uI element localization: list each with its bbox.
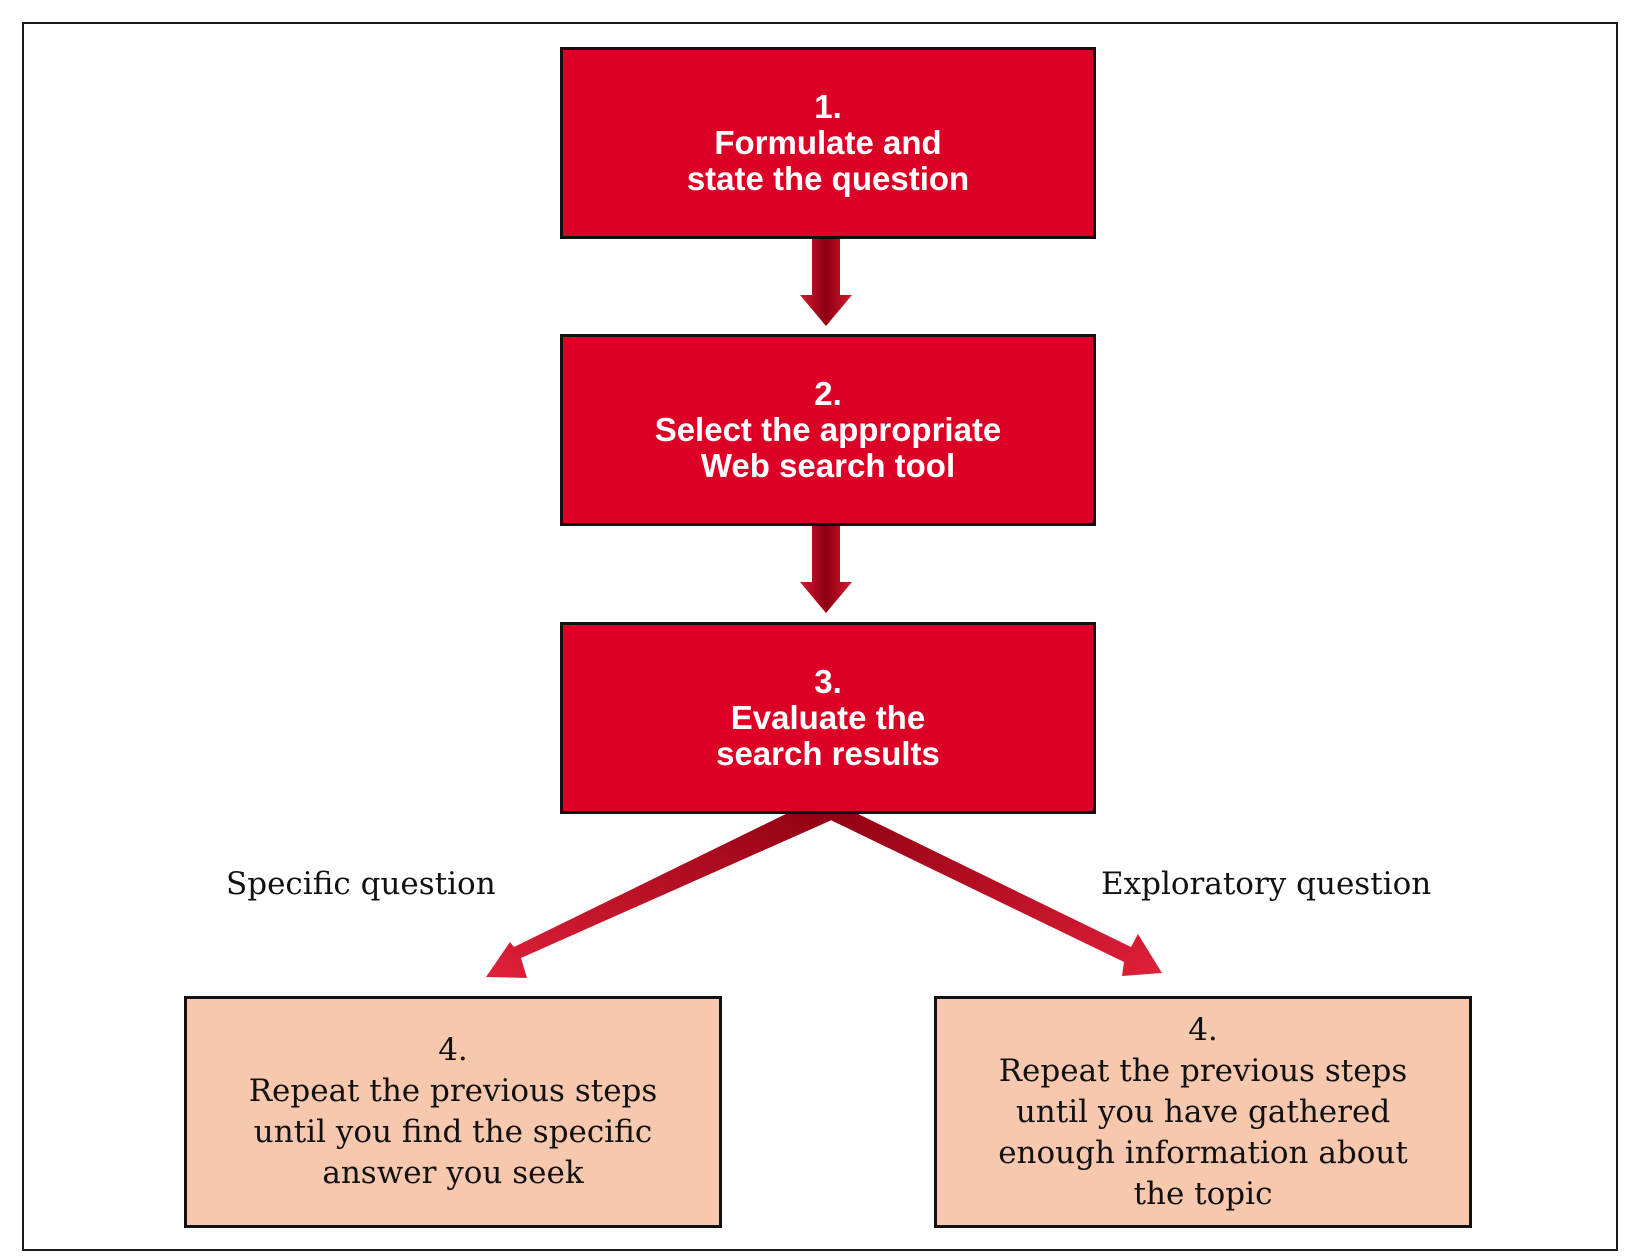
step-2-number: 2. bbox=[814, 375, 842, 412]
arrow-to-specific-outcome bbox=[486, 811, 852, 978]
exploratory-outcome-line-2: until you have gathered bbox=[1015, 1093, 1391, 1130]
step-1-line-2: state the question bbox=[686, 160, 970, 197]
exploratory-outcome-number: 4. bbox=[1188, 1011, 1218, 1048]
exploratory-outcome-line-1: Repeat the previous steps bbox=[998, 1052, 1408, 1089]
step-2-line-2: Web search tool bbox=[700, 447, 956, 484]
step-2-box: 2. Select the appropriate Web search too… bbox=[560, 334, 1096, 526]
step-1-box: 1. Formulate and state the question bbox=[560, 47, 1096, 239]
step-2-line-1: Select the appropriate bbox=[654, 411, 1002, 448]
arrow-step1-to-step2 bbox=[800, 238, 852, 326]
exploratory-outcome-line-3: enough information about bbox=[998, 1134, 1408, 1171]
specific-outcome-number: 4. bbox=[438, 1032, 468, 1068]
arrow-to-exploratory-outcome bbox=[812, 811, 1162, 976]
exploratory-outcome-line-4: the topic bbox=[1133, 1175, 1273, 1212]
step-3-line-2: search results bbox=[716, 735, 940, 772]
step-1-line-1: Formulate and bbox=[714, 124, 942, 161]
exploratory-outcome-box: 4. Repeat the previous steps until you h… bbox=[934, 996, 1472, 1228]
specific-outcome-line-3: answer you seek bbox=[322, 1155, 584, 1191]
specific-outcome-line-2: until you find the specific bbox=[253, 1114, 653, 1150]
step-1-number: 1. bbox=[814, 88, 842, 125]
exploratory-question-label: Exploratory question bbox=[1101, 866, 1432, 902]
step-3-number: 3. bbox=[814, 663, 842, 700]
specific-outcome-line-1: Repeat the previous steps bbox=[248, 1073, 658, 1109]
arrow-step2-to-step3 bbox=[800, 525, 852, 613]
step-3-box: 3. Evaluate the search results bbox=[560, 622, 1096, 814]
specific-outcome-box: 4. Repeat the previous steps until you f… bbox=[184, 996, 722, 1228]
diagram-frame bbox=[22, 22, 1618, 1251]
specific-question-label: Specific question bbox=[226, 866, 496, 902]
step-3-line-1: Evaluate the bbox=[730, 699, 926, 736]
